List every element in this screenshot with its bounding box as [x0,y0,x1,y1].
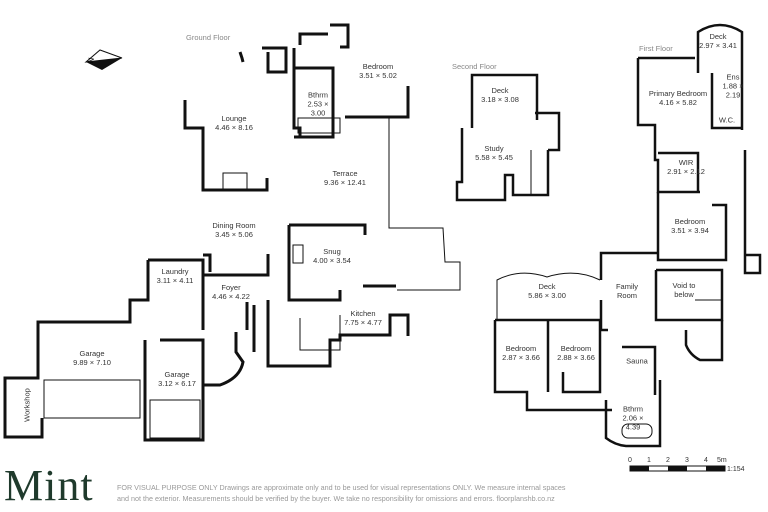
terrace-boundary [388,117,461,291]
scale-tick: 3 [685,457,689,464]
wall [203,254,270,277]
deck-outline [496,272,601,320]
brand-logo: Mint [4,461,94,510]
room-label-wc: W.C. [718,115,736,125]
wall [599,251,658,280]
wall [292,48,302,137]
garage-door [43,379,141,419]
fireplace [292,244,304,264]
wall [599,300,608,332]
wall [3,260,150,439]
wall [287,225,342,302]
kitchen-bench [299,315,341,351]
scale-tick: 0 [628,457,632,464]
first-floor-title: First Floor [639,44,673,53]
scale-tick: 2 [666,457,670,464]
disclaimer-line-2: and not the exterior. Measurements shoul… [117,494,555,503]
wall [535,111,561,152]
wall [710,73,742,130]
wall [266,300,410,368]
scale-bar [629,465,726,472]
wall [294,66,335,139]
wall [345,86,410,119]
bath-tub [297,117,341,134]
scale-tick: 4 [704,457,708,464]
svg-text:N: N [86,57,96,64]
wall [495,318,602,394]
wall [298,32,328,45]
wall [330,23,350,49]
wall [203,332,245,387]
fireplace [222,172,248,190]
wall [262,46,288,74]
room-label-sauna: Sauna [626,356,648,366]
wall [604,380,662,448]
wall [622,345,657,395]
wall [658,151,700,192]
north-arrow-icon: N [84,49,123,70]
wall [696,23,744,130]
scale-ratio: 1:154 [727,466,745,473]
wall [743,150,762,275]
second-floor-title: Second Floor [452,62,497,71]
wall [493,320,612,412]
wall [289,223,367,235]
staircase [695,299,723,345]
wall [148,258,205,330]
wall [455,128,550,202]
scale-tick: 1 [647,457,651,464]
garage-door [149,399,201,439]
wall [143,338,205,442]
disclaimer-line-1: FOR VISUAL PURPOSE ONLY Drawings are app… [117,483,566,492]
room-label-workshop: Workshop [22,388,32,422]
wall [238,51,245,63]
wall [183,100,269,192]
wall [684,320,724,362]
wall [203,253,212,272]
wall [656,192,728,262]
scale-tick: 5m [717,457,727,464]
bath-tub [621,423,653,439]
ground-floor-title: Ground Floor [186,33,231,42]
wall [470,73,539,128]
